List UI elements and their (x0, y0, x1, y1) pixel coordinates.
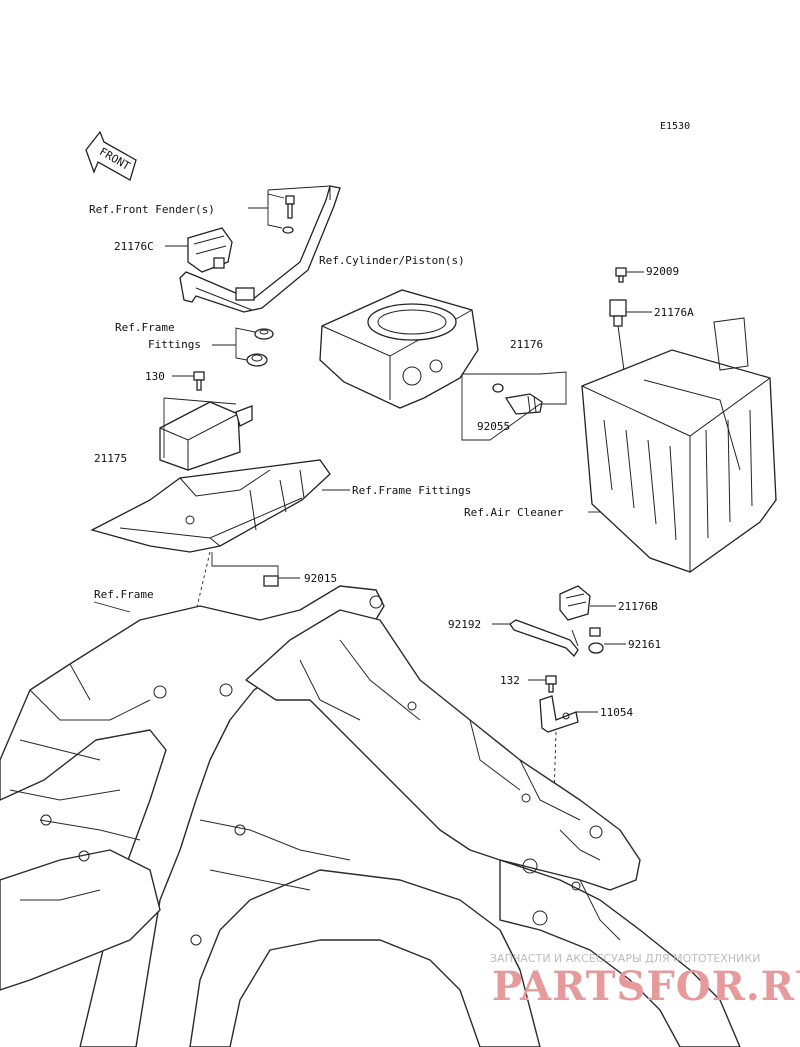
watermark-tagline: ЗАПЧАСТИ И АКСЕССУАРЫ ДЛЯ МОТОТЕХНИКИ (490, 952, 760, 965)
watermark: ЗАПЧАСТИ И АКСЕССУАРЫ ДЛЯ МОТОТЕХНИКИ PA… (490, 952, 800, 1010)
fender-bolt (282, 195, 295, 234)
front-arrow-icon: FRONT (85, 130, 137, 181)
sensor-21176B (559, 585, 591, 621)
label-130: 130 (145, 370, 165, 383)
label-21176A: 21176A (654, 306, 694, 319)
motorcycle-frame (0, 585, 741, 1047)
bolt-132 (545, 675, 557, 693)
screw-92009 (615, 267, 627, 283)
label-92192: 92192 (448, 618, 481, 631)
label-21176C: 21176C (114, 240, 154, 253)
cylinder-block (319, 289, 479, 409)
ecu-21175 (159, 401, 253, 471)
frame-fitting-grommet-lower (246, 353, 268, 367)
diagram-code: E1530 (660, 121, 690, 132)
front-fender-bracket (179, 185, 341, 313)
air-cleaner-box (581, 317, 777, 573)
label-132: 132 (500, 674, 520, 687)
label-ref-frame-fittings-right: Ref.Frame Fittings (352, 484, 471, 497)
label-ref-frame-fittings-1: Ref.Frame (115, 321, 175, 334)
clip-92015 (263, 575, 279, 587)
label-92015: 92015 (304, 572, 337, 585)
label-11054: 11054 (600, 706, 633, 719)
connector-21176C (187, 227, 233, 273)
bracket-11054 (539, 695, 579, 733)
damper-92161 (588, 627, 604, 654)
label-ref-frame-fittings-2: Fittings (148, 338, 201, 351)
sensor-21176 (504, 393, 543, 415)
watermark-brand: PARTSFOR.RU (492, 963, 800, 1010)
hose-92192 (509, 619, 579, 658)
label-21176B: 21176B (618, 600, 658, 613)
label-ref-air-cleaner: Ref.Air Cleaner (464, 506, 564, 519)
label-21176: 21176 (510, 338, 543, 351)
frame-fitting-grommet-upper (254, 328, 274, 340)
label-ref-frame: Ref.Frame (94, 588, 154, 601)
sensor-21176A (609, 299, 629, 401)
o-ring-92055 (492, 383, 504, 393)
bolt-130 (193, 371, 205, 391)
label-ref-front-fender: Ref.Front Fender(s) (89, 203, 215, 216)
ecu-mounting-tray (90, 459, 331, 553)
label-92161: 92161 (628, 638, 661, 651)
label-ref-cylinder-piston: Ref.Cylinder/Piston(s) (319, 254, 465, 267)
label-92009: 92009 (646, 265, 679, 278)
label-92055: 92055 (477, 420, 510, 433)
label-21175: 21175 (94, 452, 127, 465)
